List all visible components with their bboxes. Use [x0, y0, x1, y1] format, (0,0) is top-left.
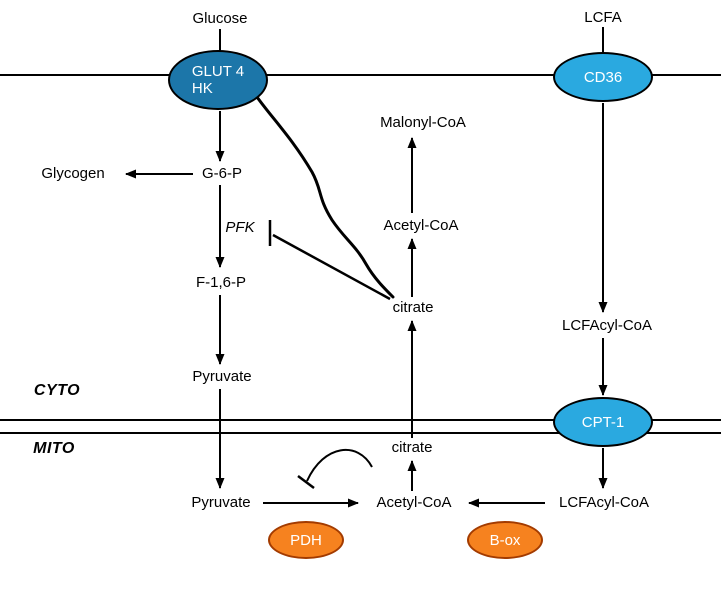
node-cpt1: CPT-1	[553, 397, 653, 447]
label-glycogen: Glycogen	[41, 164, 105, 182]
label-pyruvate-cyto: Pyruvate	[192, 367, 252, 385]
label-acetyl-coa-mito: Acetyl-CoA	[376, 493, 452, 511]
label-g6p: G-6-P	[201, 164, 243, 182]
label-glucose: Glucose	[192, 9, 248, 27]
label-lcfacyl-coa-mito: LCFAcyl-CoA	[558, 493, 650, 511]
hk-label: HK	[191, 80, 213, 97]
node-pdh: PDH	[268, 521, 344, 559]
label-f16p: F-1,6-P	[195, 273, 247, 291]
pdh-label: PDH	[290, 531, 322, 549]
glut4-label: GLUT 4	[191, 63, 245, 80]
label-mito: MITO	[33, 440, 75, 458]
label-citrate-mito: citrate	[391, 438, 433, 456]
label-cyto: CYTO	[33, 382, 81, 400]
label-acetyl-coa-cyto: Acetyl-CoA	[383, 216, 459, 234]
pdh-inhibition-arc	[306, 448, 373, 482]
label-pyruvate-mito: Pyruvate	[191, 493, 251, 511]
cd36-label: CD36	[583, 68, 623, 86]
node-glut4-hk: GLUT 4 HK	[168, 50, 268, 110]
label-lcfacyl-coa-cyto: LCFAcyl-CoA	[561, 316, 653, 334]
box-label: B-ox	[489, 531, 521, 549]
node-box: B-ox	[467, 521, 543, 559]
cpt1-label: CPT-1	[581, 413, 625, 431]
label-malonyl-coa: Malonyl-CoA	[380, 113, 466, 131]
pdh-inhibition-tbar	[297, 475, 315, 489]
hk-citrate-wavy-line	[255, 95, 395, 299]
citrate-pfk-inhibition-line	[272, 233, 391, 301]
label-lcfa: LCFA	[584, 8, 622, 26]
node-cd36: CD36	[553, 52, 653, 102]
label-citrate-cyto: citrate	[392, 298, 434, 316]
label-pfk: PFK	[225, 218, 255, 236]
